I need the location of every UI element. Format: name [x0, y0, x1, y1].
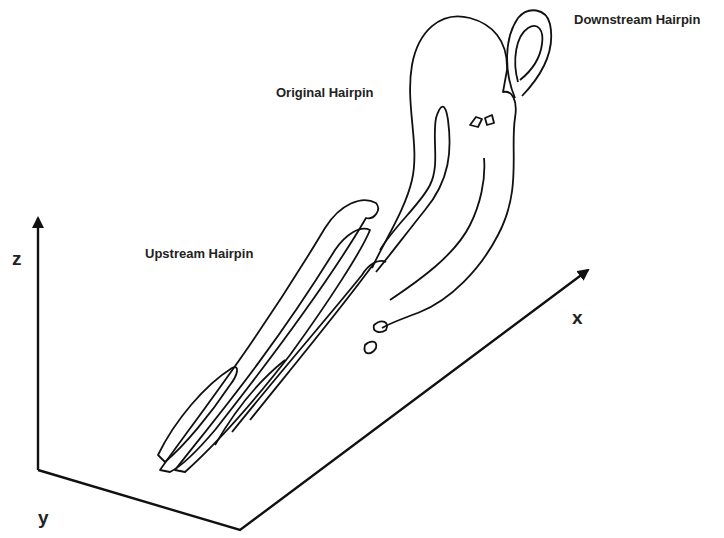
- vortex-label: Upstream Hairpin: [145, 247, 253, 260]
- axis-label: z: [12, 249, 22, 268]
- axes: [38, 218, 588, 530]
- axis-label: y: [38, 508, 49, 527]
- vortex-label: Original Hairpin: [276, 86, 374, 99]
- axis-label: x: [572, 308, 583, 327]
- vortex-outlines: [158, 10, 551, 472]
- vortex-label: Downstream Hairpin: [574, 13, 700, 26]
